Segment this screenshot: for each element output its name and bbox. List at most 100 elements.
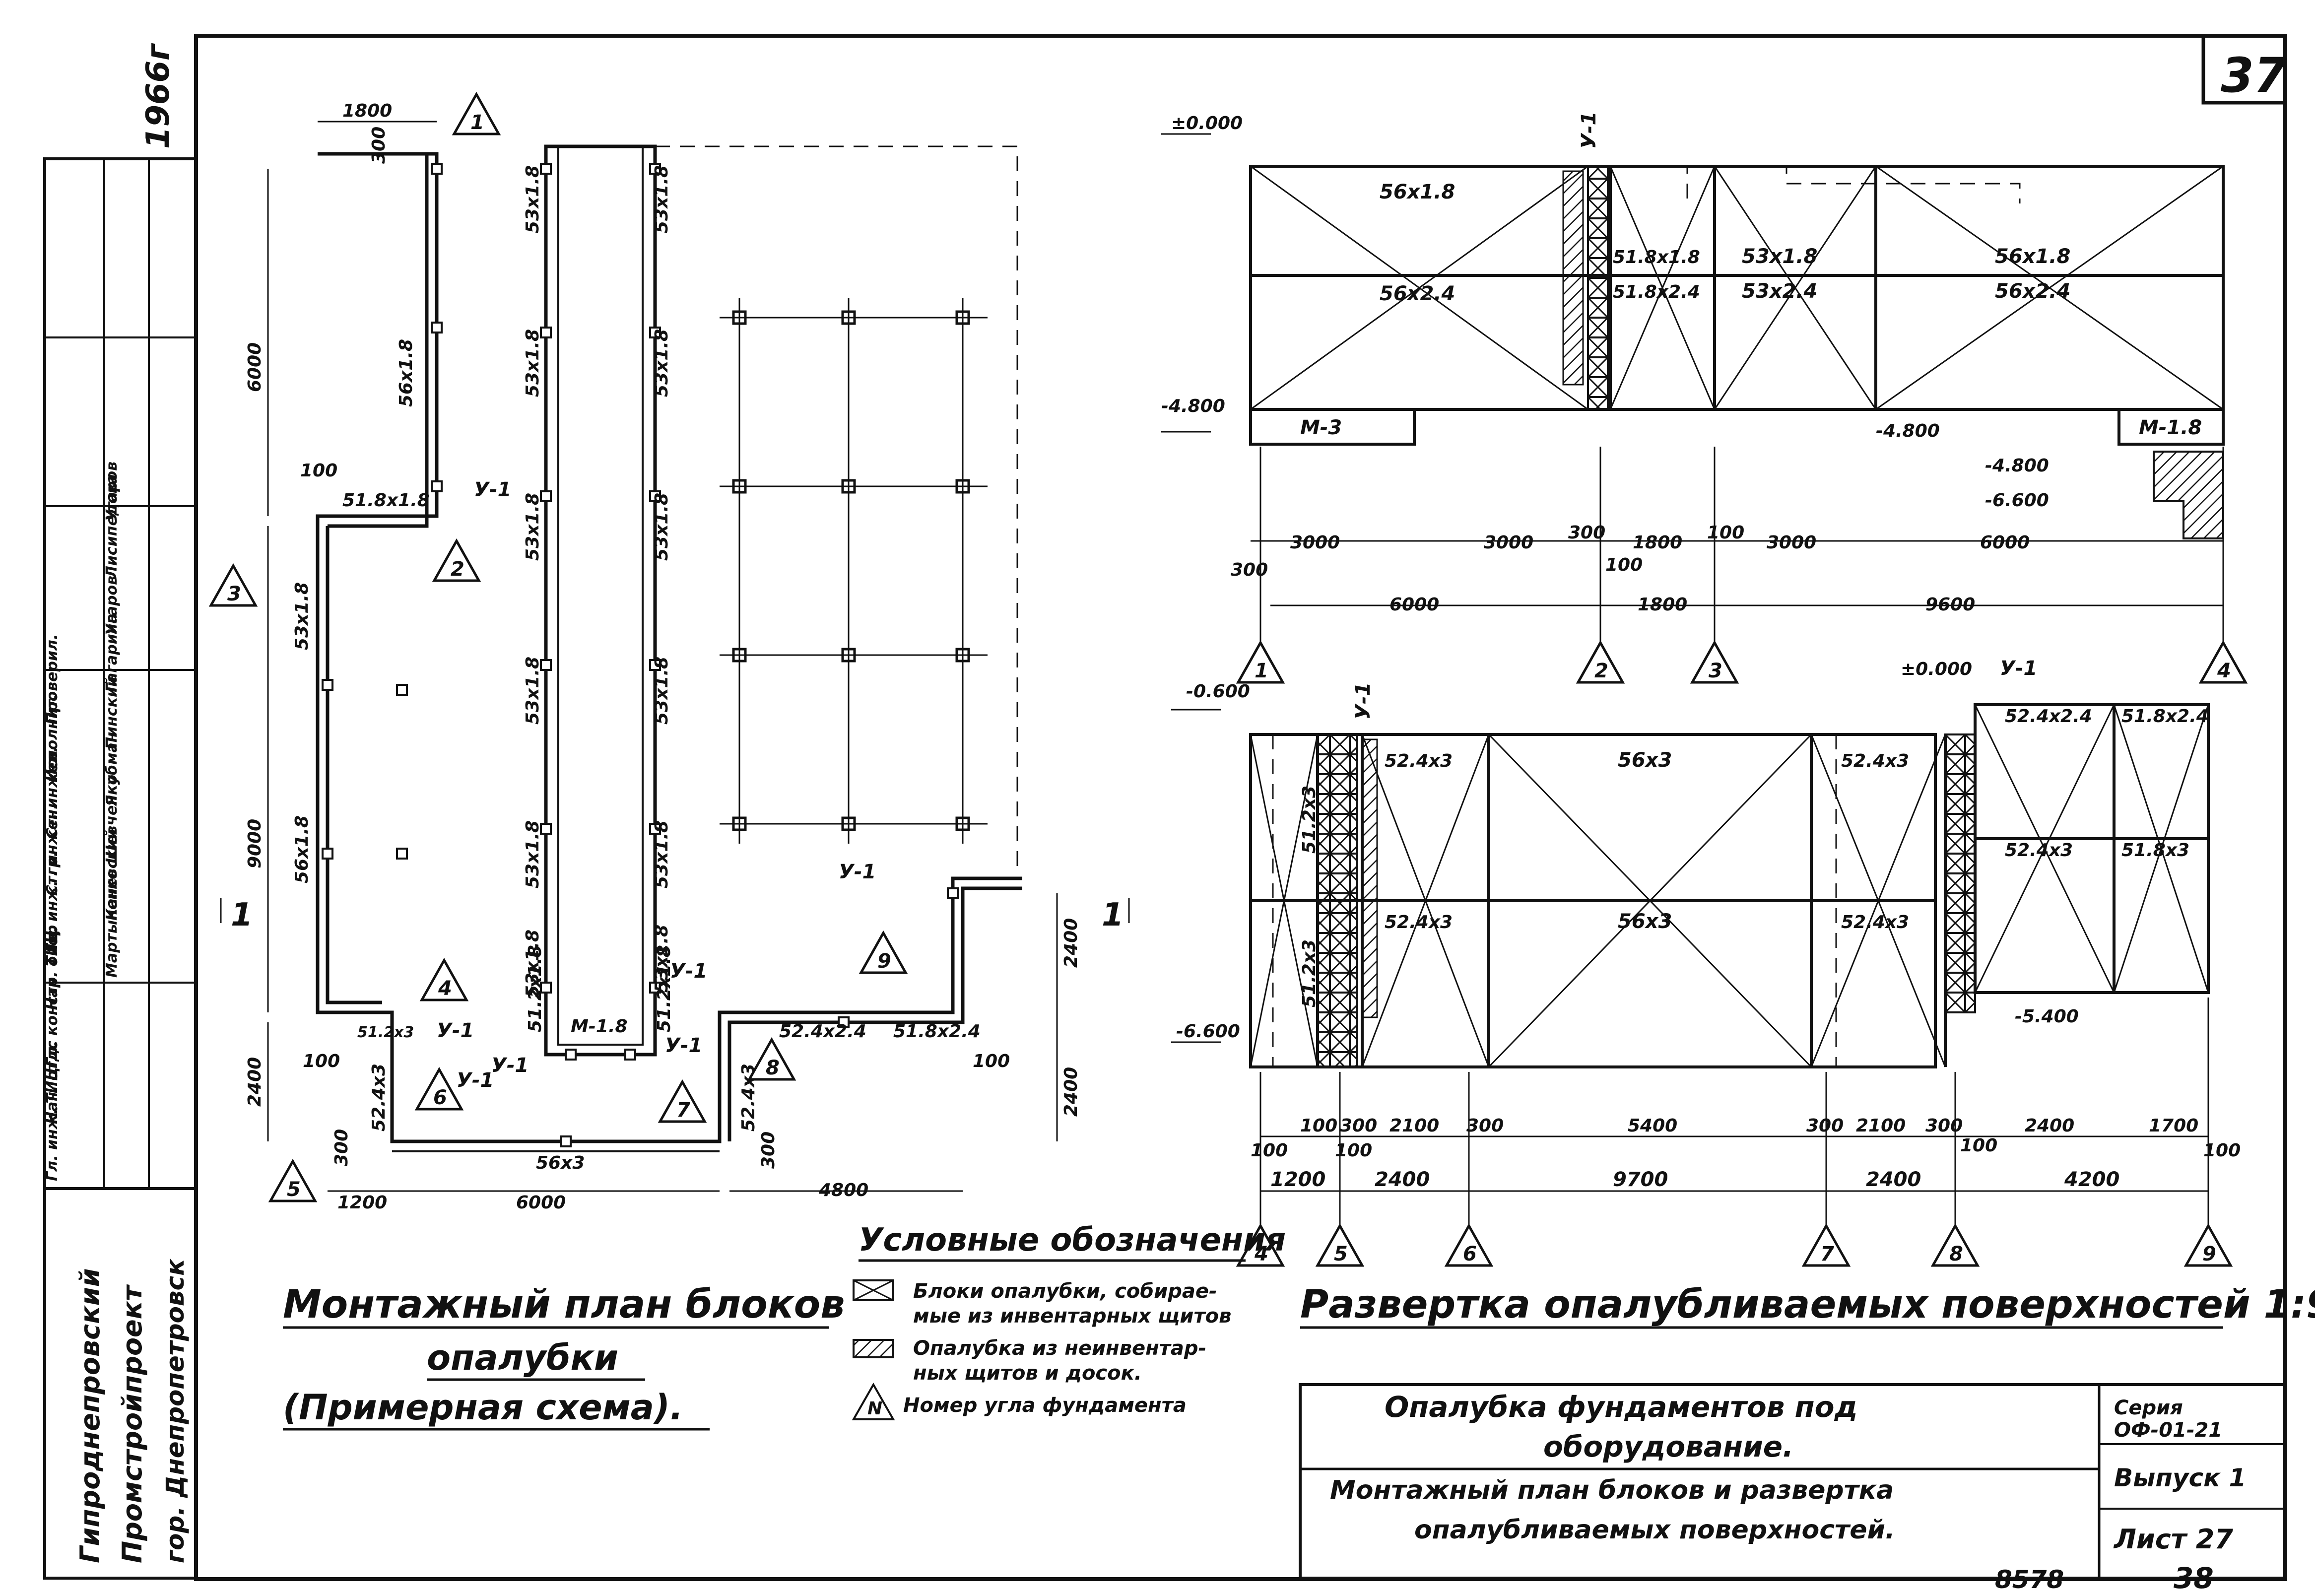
elev2-block-c1: 56х3	[1618, 749, 1672, 772]
plan-y1-c: У-1	[457, 1069, 494, 1092]
elev1-dim-h: 300	[1231, 560, 1268, 580]
elev2-corner-marker	[1236, 1223, 1285, 1267]
column-marker	[955, 310, 970, 325]
title-sub-1: Монтажный план блоков и развертка	[1330, 1475, 1894, 1505]
sheet-label: Лист 27	[2113, 1524, 2233, 1555]
clamp-tick	[649, 982, 661, 994]
elev2-block-a1: 51.2х3	[1299, 786, 1320, 854]
plan-block-channel-right: 53х1.8	[652, 925, 672, 993]
column-marker	[841, 310, 856, 325]
plan-y1-g: У-1	[670, 960, 707, 983]
plan-block-b12: М-1.8	[571, 1016, 628, 1037]
elev1-dim-e: 100	[1605, 555, 1643, 575]
elev2-dim-l: 100	[1335, 1140, 1372, 1161]
plan-corner-label: 4	[438, 977, 452, 1000]
plan-corner-marker	[432, 538, 481, 582]
legend-item2-a: Опалубка из неинвентар-	[913, 1337, 1206, 1360]
elev2-dim-k: 100	[1251, 1140, 1288, 1161]
clamp-tick	[540, 823, 552, 835]
column-marker	[732, 648, 747, 663]
elev2-corner-label: 4	[1254, 1243, 1268, 1265]
plan-dim-6000h: 6000	[516, 1193, 566, 1213]
elev2-dim-s: 4200	[2064, 1168, 2119, 1191]
stamp-name: Угаров	[103, 576, 121, 635]
footer-right-number: 38	[2174, 1561, 2214, 1594]
plan-block-b6: 52.4х3	[369, 1064, 389, 1131]
clamp-tick	[565, 1049, 577, 1061]
plan-y1-d: У-1	[491, 1054, 529, 1077]
elev2-corner-marker	[2183, 1223, 2233, 1267]
elev1-dim-i: 100	[1707, 523, 1744, 543]
elev1-corner-label: 3	[1709, 660, 1722, 682]
clamp-tick	[396, 684, 408, 696]
sheet-number-box	[2201, 34, 2287, 105]
sheet-number: 37	[2221, 48, 2287, 103]
elev2-corner-marker	[1930, 1223, 1980, 1267]
plan-dim-1800: 1800	[342, 101, 392, 121]
plan-y1-f: У-1	[839, 861, 876, 883]
plan-dim-300r: 300	[758, 1131, 779, 1169]
plan-dim-2400r1: 2400	[1061, 918, 1081, 968]
elev1-corner-marker	[1236, 640, 1285, 684]
org-line3: гор. Днепропетровск	[161, 1259, 190, 1563]
clamp-tick	[624, 1049, 636, 1061]
org-line1: Гипроднепровский	[74, 1268, 106, 1563]
plan-note: (Примерная схема).	[283, 1387, 683, 1428]
title-sub-2: опалубливаемых поверхностей.	[1414, 1515, 1895, 1545]
clamp-tick	[649, 823, 661, 835]
clamp-tick	[540, 327, 552, 338]
stamp-role: Проверил.	[44, 634, 61, 725]
plan-block-channel-left: 53х1.8	[523, 930, 543, 998]
clamp-tick	[649, 659, 661, 671]
plan-block-b1: 56х1.8	[396, 339, 416, 407]
plan-corner-marker	[747, 1037, 796, 1081]
stamp-name: Лисипедова	[103, 474, 121, 579]
plan-block-b13: 51.2х1.8	[654, 945, 674, 1032]
elevation-1	[1249, 165, 2225, 606]
column-grid	[720, 298, 988, 844]
elev1-block-a: 56х1.8	[1380, 181, 1455, 203]
plan-corner-label: 2	[451, 558, 464, 581]
series-label: Серия	[2114, 1396, 2183, 1419]
column-marker	[841, 648, 856, 663]
clamp-tick	[322, 848, 333, 860]
elev2-dim-j: 1700	[2149, 1116, 2198, 1136]
elev1-vlines	[1161, 133, 2224, 655]
clamp-tick	[560, 1135, 572, 1147]
elev2-corner-label: 9	[2202, 1243, 2216, 1265]
elev2-block-d2: 52.4х3	[1841, 912, 1909, 932]
elev1-block-c: 51.8х1.8	[1613, 247, 1700, 267]
elev1-corner-label: 2	[1594, 660, 1608, 682]
section-mark-left: 1	[231, 897, 253, 933]
plan-block-b7: 56х3	[536, 1153, 585, 1173]
elev1-block-d: 51.8х2.4	[1613, 282, 1700, 302]
plan-block-b2: 51.8х1.8	[342, 490, 430, 511]
plan-corner-marker	[414, 1066, 464, 1111]
plan-y1-a: У-1	[474, 478, 511, 501]
elev2-block-b1: 52.4х3	[1385, 751, 1453, 771]
plan-corner-label: 7	[676, 1099, 690, 1122]
clamp-tick	[540, 490, 552, 502]
clamp-tick	[838, 1016, 850, 1028]
elev2-corner-label: 6	[1463, 1243, 1477, 1265]
elev2-block-e3: 52.4х3	[2005, 840, 2073, 861]
elev2-y1-a: У-1	[1352, 682, 1375, 720]
clamp-tick	[947, 887, 959, 899]
elev2-dim-e: 5400	[1628, 1116, 1677, 1136]
elev2-level-bot: -6.600	[1176, 1021, 1240, 1042]
elev1-block-m18: М-1.8	[2139, 416, 2202, 439]
elev2-dim-m: 100	[1960, 1135, 1997, 1156]
plan-block-channel-left: 53х1.8	[523, 329, 543, 397]
stamp-name: Каневский	[103, 829, 121, 921]
section-mark-right: 1	[1102, 897, 1124, 933]
column-marker	[732, 479, 747, 494]
column-marker	[732, 816, 747, 831]
plan-block-channel-right: 53х1.8	[652, 329, 672, 397]
plan-dim-6000v: 6000	[245, 342, 265, 392]
plan-block-b5: 51.2х3	[357, 1024, 414, 1041]
elev1-corner-label: 1	[1255, 660, 1268, 682]
plan-block-channel-left: 53х1.8	[523, 165, 543, 233]
stamp-role: Нач. отдс	[44, 1041, 61, 1124]
elev1-block-h: 56х2.4	[1995, 280, 2070, 303]
